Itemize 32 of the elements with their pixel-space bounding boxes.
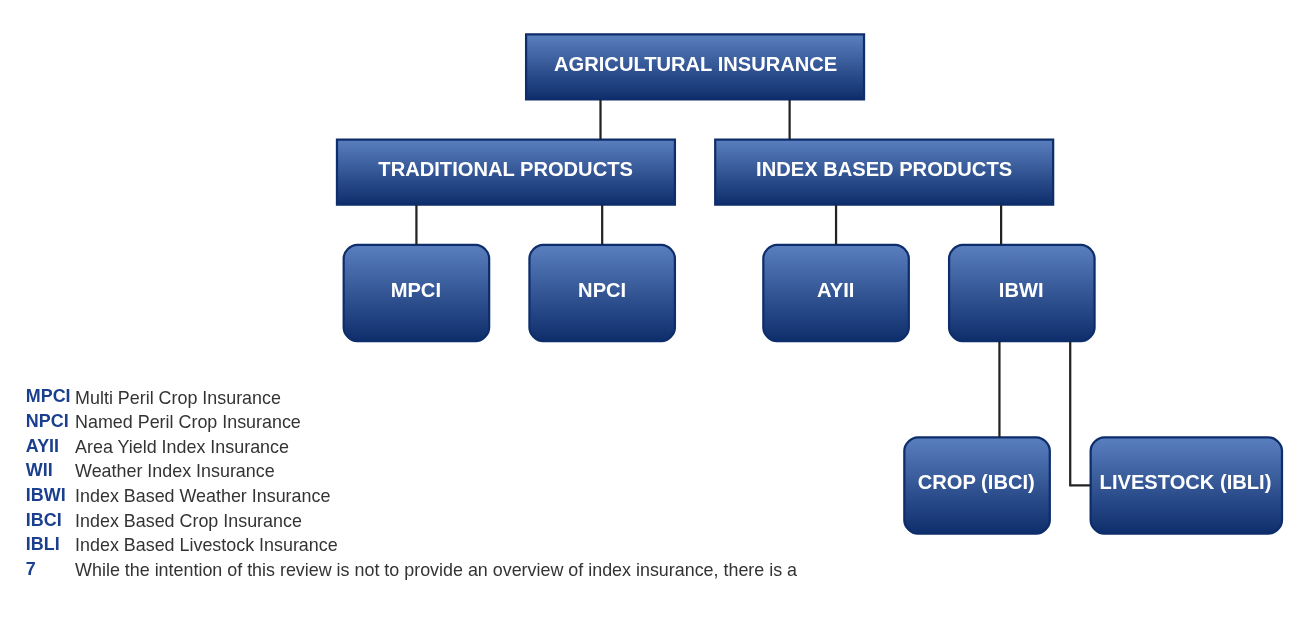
- label: IBLI: [25, 533, 60, 554]
- label: Weather Index Insurance: [75, 460, 275, 481]
- node-box: TRADITIONAL PRODUCTS: [335, 138, 677, 206]
- label: Area Yield Index Insurance: [75, 436, 289, 457]
- connector: [1000, 204, 1003, 245]
- label: MPCI: [25, 385, 71, 406]
- node-box: CROP (IBCI): [903, 435, 1051, 535]
- label: IBWI: [25, 484, 66, 505]
- label: WII: [25, 459, 53, 480]
- label: NPCI: [25, 410, 69, 431]
- node-box: NPCI: [528, 243, 677, 342]
- connector: [601, 204, 604, 245]
- connector: [415, 204, 418, 245]
- label: Named Peril Crop Insurance: [75, 411, 301, 432]
- label: Multi Peril Crop Insurance: [75, 387, 281, 408]
- label: Index Based Crop Insurance: [75, 510, 302, 531]
- label: 7: [25, 558, 36, 579]
- node-box: INDEX BASED PRODUCTS: [714, 138, 1055, 206]
- node-box: AGRICULTURAL INSURANCE: [524, 32, 866, 100]
- node-box: MPCI: [342, 243, 491, 342]
- label: While the intention of this review is not to provide an overview of index insurance, there is a: [75, 559, 798, 580]
- connector: [834, 204, 838, 245]
- node-box: IBWI: [947, 243, 1096, 342]
- label: Index Based Livestock Insurance: [75, 534, 338, 555]
- node-box: AYII: [762, 243, 910, 342]
- connector: [998, 341, 1001, 437]
- node-box: LIVESTOCK (IBLI): [1089, 435, 1284, 535]
- label: Index Based Weather Insurance: [75, 485, 331, 506]
- label: AYII: [25, 435, 60, 456]
- connector: [599, 99, 602, 139]
- label: IBCI: [25, 509, 62, 530]
- connector: [788, 99, 791, 139]
